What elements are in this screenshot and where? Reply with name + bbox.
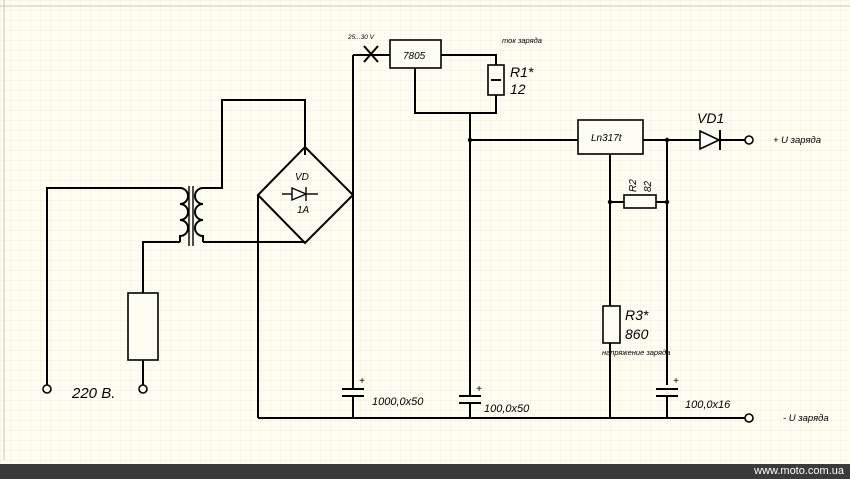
regulator-7805: [389, 39, 442, 69]
c1-label: 1000,0x50: [372, 396, 424, 408]
r2-label: R2: [628, 179, 639, 192]
input-section: 25...30 V 7805 ток заряда R1* 12: [347, 34, 542, 114]
current-note: ток заряда: [502, 36, 542, 45]
regulator-section: Ln317t VD1 + U заряда: [467, 110, 821, 155]
regulator-ln317t: [577, 119, 644, 155]
watermark: www.moto.com.ua: [754, 465, 844, 477]
capacitor-c1: + 1000,0x50: [342, 195, 424, 418]
r3-label: R3*: [625, 307, 649, 323]
input-voltage-label: 220 В.: [71, 385, 115, 402]
adjust-network: R2 82 R3* 860 напряжение заряда: [602, 137, 670, 418]
vd1-label: VD1: [697, 110, 724, 126]
bridge-rectifier: VD 1A: [256, 55, 355, 418]
input-terminal-right: [138, 384, 148, 394]
mains-input: 220 В.: [42, 187, 180, 402]
input-terminal-left: [42, 384, 52, 394]
vd-label: VD: [295, 172, 309, 183]
c2-label: 100,0x50: [484, 403, 530, 415]
r3-value: 860: [625, 326, 649, 342]
c1-plus: +: [359, 376, 365, 387]
voltage-note: напряжение заряда: [602, 348, 670, 357]
transformer: [179, 99, 306, 246]
resistor-r2: [623, 194, 657, 209]
regulator-7805-label: 7805: [403, 51, 426, 62]
input-range-label: 25...30 V: [347, 34, 375, 41]
resistor-r3: [602, 305, 621, 344]
diode-vd1: [699, 129, 721, 151]
vd-rating: 1A: [297, 205, 310, 216]
plus-output-label: + U заряда: [773, 135, 821, 146]
negative-rail: - U заряда: [258, 413, 829, 424]
fuse: [127, 292, 159, 361]
r1-label: R1*: [510, 64, 534, 80]
r1-value: 12: [510, 81, 526, 97]
output-terminal-plus: [744, 135, 754, 145]
capacitor-c2: + 100,0x50: [459, 140, 530, 418]
c3-label: 100,0x16: [685, 399, 731, 411]
r2-value: 82: [643, 180, 654, 192]
c2-plus: +: [476, 384, 482, 395]
watermark-bar: [0, 464, 850, 479]
capacitor-c3: + 100,0x16: [656, 376, 731, 418]
regulator-ln317t-label: Ln317t: [591, 133, 623, 144]
output-terminal-minus: [744, 413, 754, 423]
minus-output-label: - U заряда: [783, 413, 829, 424]
c3-plus: +: [673, 376, 679, 387]
